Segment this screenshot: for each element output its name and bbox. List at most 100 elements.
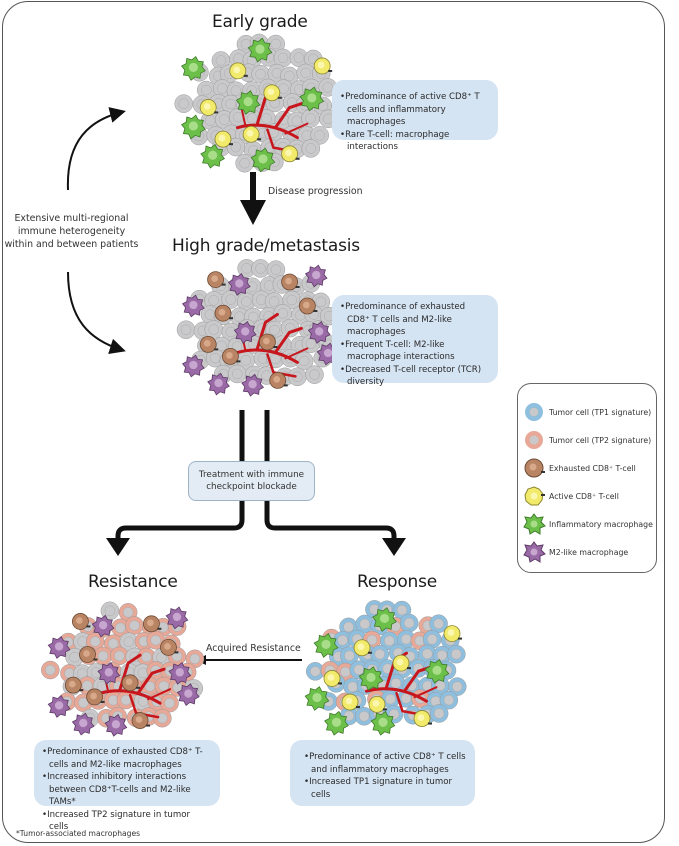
- exhausted-tcell: [281, 273, 300, 291]
- heterogeneity-arrow-down: [67, 271, 126, 355]
- tumor-cell: [146, 630, 165, 650]
- legend-label: Inflammatory macrophage: [549, 519, 653, 529]
- tumor-cell: [266, 260, 286, 279]
- exhausted-tcell: [86, 688, 105, 706]
- inflammatory-macrophage-icon: [523, 513, 546, 535]
- inflammatory-macrophage: [180, 55, 206, 81]
- tumor-cell: [65, 647, 84, 667]
- tumor-cell: [306, 662, 325, 681]
- legend-item: M2-like macrophage: [522, 541, 628, 563]
- m2-macrophage: [181, 294, 205, 318]
- legend-label: Active CD8⁺ T-cell: [549, 491, 619, 501]
- heterogeneity-line: within and between patients: [4, 239, 139, 250]
- inflammatory-macrophage: [250, 147, 276, 173]
- tumor-cell: [236, 350, 256, 370]
- tumor-cell: [305, 365, 324, 384]
- tumor-cell: [399, 613, 419, 633]
- tumor-cell: [237, 259, 256, 278]
- active-tcell: [413, 710, 432, 727]
- legend-item: Tumor cell (TP1 signature): [522, 401, 651, 423]
- active-tcell: [214, 130, 233, 148]
- tumor-cell: [73, 632, 92, 651]
- tumor-cell: [204, 320, 224, 339]
- tumor-cell: [93, 646, 113, 666]
- tumor-cell: [235, 153, 254, 173]
- resistance-bullet: Increased TP2 signature in tumor cells: [42, 809, 212, 834]
- heterogeneity-label: Extensive multi-regional immune heteroge…: [4, 212, 139, 251]
- inflammatory-macrophage: [358, 666, 384, 691]
- m2-macrophage: [241, 373, 265, 397]
- exhausted-tcell: [79, 646, 98, 663]
- tumor-cell: [160, 693, 179, 713]
- tumor-cell: [211, 51, 231, 70]
- legend-label: M2-like macrophage: [549, 547, 629, 557]
- m2-macrophage: [233, 320, 257, 344]
- legend-item: Inflammatory macrophage: [522, 513, 653, 535]
- early-bullet: Predominance of active CD8⁺ T cells and …: [340, 91, 490, 129]
- exhausted-tcell: [214, 304, 233, 322]
- exhausted-tcell-icon: [524, 458, 545, 478]
- tumor-cell: [422, 630, 442, 649]
- tumor-cell: [257, 109, 276, 128]
- inflammatory-macrophage: [313, 632, 339, 658]
- m2-macrophage: [176, 683, 200, 707]
- active-tcell: [229, 62, 248, 80]
- figure-frame: [2, 1, 665, 843]
- tumor-cell: [205, 348, 225, 368]
- exhausted-tcell: [298, 297, 318, 315]
- inflammatory-macrophage: [200, 143, 226, 169]
- active-tcell: [313, 57, 333, 75]
- tumor-cell: [119, 632, 139, 652]
- early-bullet: Rare T-cell: macrophage interactions: [340, 129, 490, 154]
- inflammatory-macrophage: [304, 686, 330, 711]
- response-title: Response: [357, 572, 438, 592]
- high-bullet: Predominance of exhausted CD8⁺ T cells a…: [340, 301, 490, 339]
- tumor-cell: [176, 320, 196, 340]
- exhausted-tcell: [199, 335, 219, 353]
- active-tcell: [242, 125, 262, 143]
- m2-macrophage: [104, 713, 128, 737]
- inflammatory-macrophage: [247, 37, 273, 63]
- resistance-tumor: [41, 601, 205, 737]
- disease-progression-label: Disease progression: [268, 186, 363, 197]
- tumor-cell: [301, 109, 320, 128]
- early-grade-info-box: Predominance of active CD8⁺ T cells and …: [332, 80, 498, 152]
- active-tcell: [392, 654, 411, 672]
- m2-macrophage: [91, 614, 115, 638]
- tumor-cell: [448, 677, 467, 696]
- disease-progression-arrow: [240, 172, 266, 225]
- response-info-box: Predominance of active CD8⁺ T cells and …: [290, 740, 475, 806]
- inflammatory-macrophage: [299, 86, 325, 112]
- m2-macrophage: [168, 661, 192, 685]
- tumor-cell: [408, 659, 428, 678]
- exhausted-tcell: [207, 271, 226, 289]
- m2-macrophage: [304, 264, 328, 288]
- active-tcell: [263, 84, 282, 102]
- exhausted-tcell: [64, 676, 84, 694]
- tumor-cell-tp2-icon: [525, 431, 543, 449]
- tumor-cell: [280, 318, 300, 338]
- tumor-cell: [41, 660, 60, 680]
- m2-macrophage: [227, 272, 251, 296]
- tumor-cell: [229, 49, 248, 68]
- exhausted-tcell: [142, 615, 162, 633]
- resistance-info-box: Predominance of exhausted CD8⁺ T-cells a…: [34, 740, 220, 832]
- tumor-cell: [227, 364, 247, 384]
- inflammatory-macrophage: [424, 658, 450, 684]
- active-tcell: [323, 670, 342, 687]
- exhausted-tcell: [72, 613, 91, 630]
- resistance-bullet: Predominance of exhausted CD8⁺ T-cells a…: [42, 746, 212, 771]
- tumor-cell: [282, 290, 302, 310]
- treatment-line: Treatment with immune: [198, 470, 305, 480]
- tumor-cell: [153, 708, 172, 728]
- m2-macrophage: [97, 661, 121, 685]
- response-arrowhead: [382, 538, 406, 556]
- m2-macrophage: [47, 635, 71, 659]
- heterogeneity-line: immune heterogeneity: [17, 226, 126, 237]
- inflammatory-macrophage: [370, 710, 396, 736]
- tumor-cell: [294, 351, 314, 371]
- response-bullet: Predominance of active CD8⁺ T cells and …: [304, 751, 467, 776]
- resistance-arrowhead: [106, 538, 130, 556]
- m2-macrophage: [207, 372, 230, 396]
